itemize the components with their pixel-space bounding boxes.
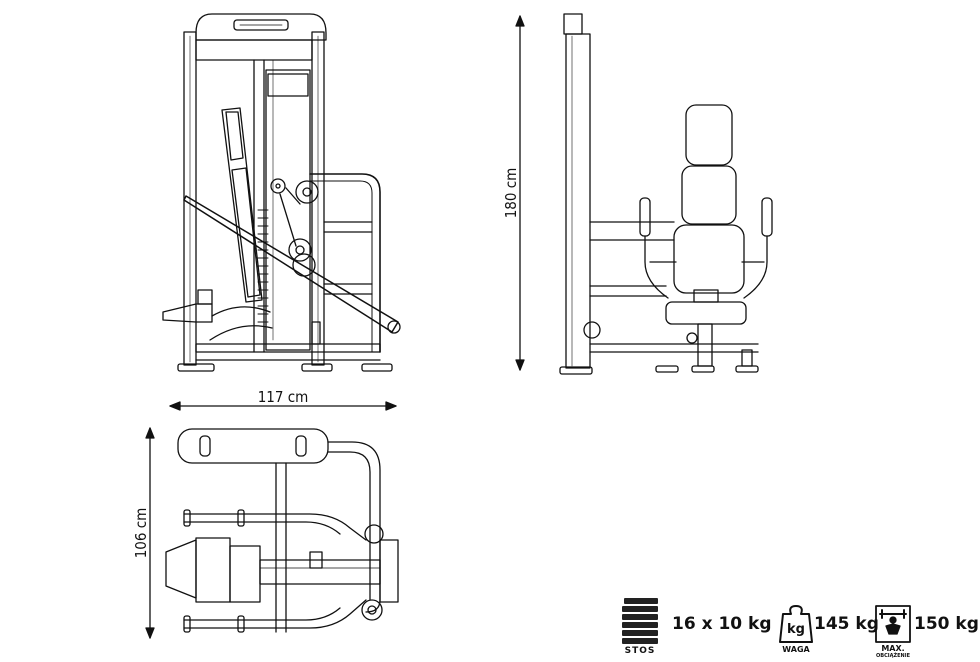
dimension-width (169, 401, 397, 411)
weight-label: WAGA (782, 645, 810, 654)
stack-label: STOS (624, 646, 656, 656)
max-load-sublabel: OBCIĄŻENIE (876, 653, 910, 659)
stack-value: 16 x 10 kg (672, 614, 772, 634)
kg-weight-icon (779, 605, 813, 643)
top-view (165, 428, 399, 633)
max-load-value: 150 kg (914, 614, 979, 634)
max-load-icon (875, 605, 911, 643)
weight-stack-icon (622, 598, 658, 644)
side-view (559, 13, 773, 375)
width-label: 117 cm (258, 388, 309, 406)
kg-icon-text: kg (787, 622, 805, 637)
dimension-depth (145, 427, 155, 639)
depth-label: 106 cm (132, 508, 150, 559)
front-view (162, 13, 401, 372)
max-load-label: MAX. (881, 644, 905, 653)
height-label: 180 cm (502, 168, 520, 219)
weight-value: 145 kg (814, 614, 879, 634)
dimension-height (515, 15, 525, 371)
